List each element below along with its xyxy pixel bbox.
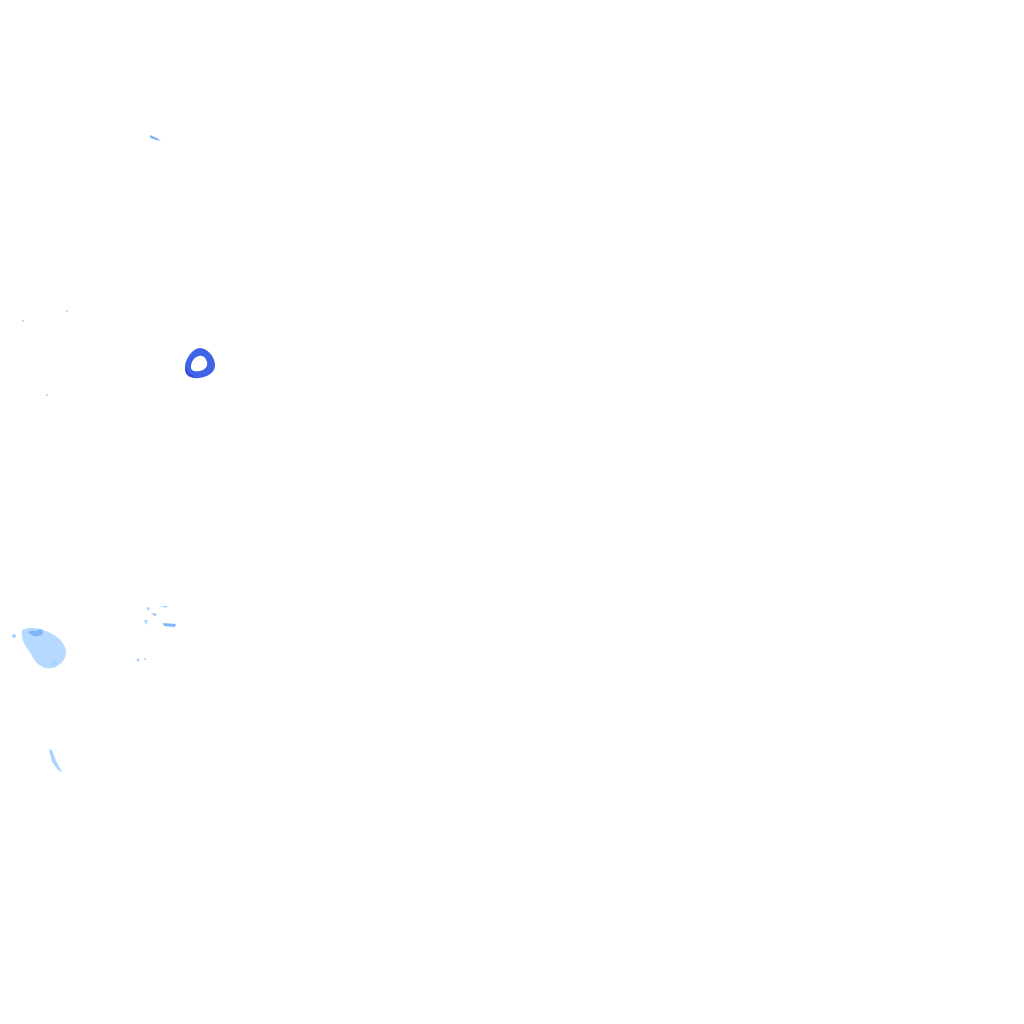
echo-cluster-southwest <box>12 627 66 669</box>
echo-ring-cell <box>184 348 216 379</box>
echo-streak-south <box>49 749 62 772</box>
echo-specks-west <box>22 310 68 396</box>
echo-fragments <box>136 606 176 662</box>
echo-streak-top <box>150 135 161 141</box>
